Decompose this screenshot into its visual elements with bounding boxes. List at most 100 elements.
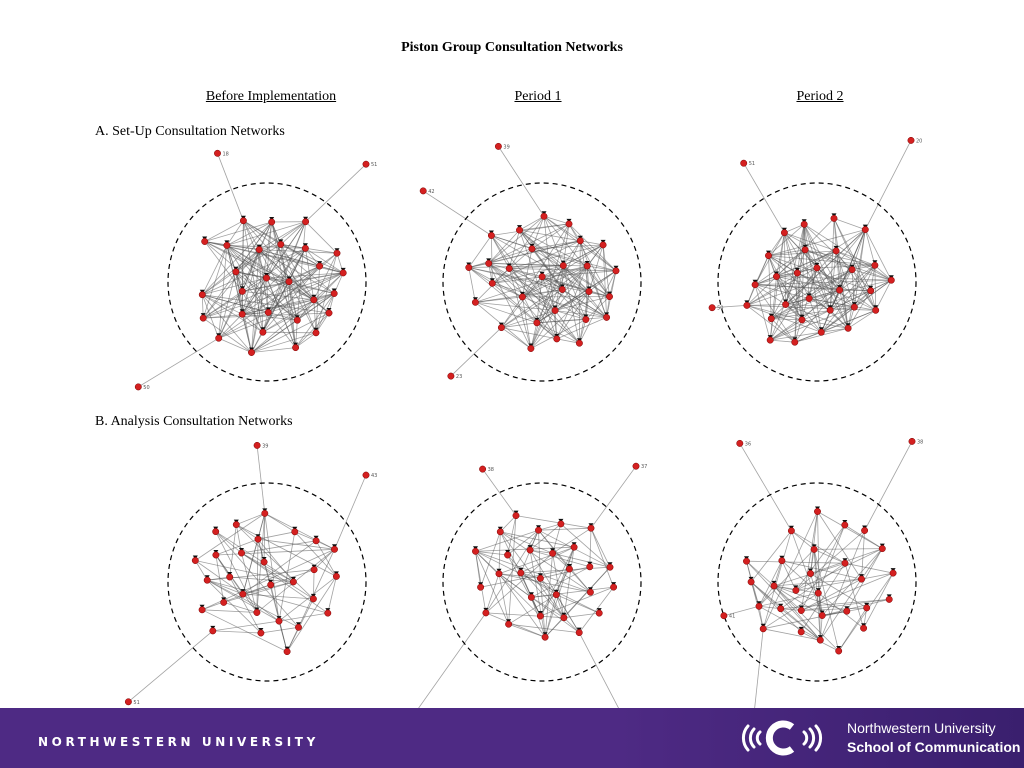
network-node: [339, 269, 347, 277]
network-edge: [201, 294, 252, 353]
network-node: [861, 527, 869, 534]
network-edge: [271, 221, 298, 321]
network-node: [215, 334, 223, 342]
network-edge: [530, 240, 581, 349]
network-edge: [519, 215, 545, 231]
network-edge: [288, 281, 317, 333]
network-edge: [267, 312, 296, 348]
network-node: [841, 521, 849, 529]
network-edge: [500, 531, 575, 548]
network-node: [264, 308, 272, 316]
network-edge: [288, 272, 344, 282]
network-node: [362, 471, 370, 479]
network-edge: [555, 594, 580, 633]
network-edge: [770, 331, 822, 341]
network-node: [232, 521, 240, 529]
network-edge: [226, 245, 306, 249]
network-edge: [295, 293, 335, 348]
footer-banner: NORTHWESTERN UNIVERSITY Northwestern Uni…: [0, 708, 1024, 768]
network-node: [283, 648, 291, 656]
network-edge: [202, 609, 257, 613]
network-edge: [522, 296, 532, 349]
network-edge: [215, 531, 299, 628]
node-label: 51: [133, 700, 139, 706]
network-edge: [543, 216, 558, 339]
outlier-edge: [305, 163, 367, 222]
network-edge: [763, 610, 847, 630]
network-edge: [280, 244, 338, 254]
network-edge: [202, 277, 267, 296]
network-edge: [195, 560, 244, 595]
network-edge: [590, 528, 611, 568]
network-edge: [791, 530, 823, 616]
network-edge: [294, 531, 317, 542]
network-node: [889, 569, 897, 577]
network-node: [465, 264, 473, 271]
network-node: [259, 328, 267, 336]
network-edge: [520, 572, 557, 596]
network-node: [124, 698, 132, 706]
network-edge: [821, 327, 849, 333]
group-boundary: [717, 482, 917, 682]
network-edge: [770, 339, 795, 343]
network-edge: [780, 608, 821, 641]
network-edge: [579, 240, 607, 318]
network-node: [814, 508, 821, 515]
network-edge: [543, 215, 570, 225]
network-edge: [241, 552, 294, 583]
network-node: [826, 306, 834, 314]
network-node: [797, 607, 805, 614]
network-node: [209, 627, 217, 635]
network-edge: [241, 540, 317, 554]
network-edge: [795, 524, 846, 591]
network-node: [552, 591, 560, 599]
network-edge: [522, 265, 588, 298]
network-edge: [864, 229, 876, 266]
network-edge: [488, 215, 545, 264]
network-node: [472, 547, 479, 555]
network-node: [816, 636, 824, 644]
node-label: 51: [371, 162, 377, 168]
network-edge: [204, 241, 314, 301]
network-edge: [508, 515, 517, 625]
network-edge: [305, 221, 338, 254]
network-node: [536, 574, 544, 582]
outlier-edge: [128, 630, 214, 703]
outlier-edge: [712, 305, 747, 309]
network-edge: [226, 221, 272, 246]
network-edge: [817, 511, 862, 580]
network-edge: [491, 235, 556, 311]
network-edge: [773, 578, 862, 587]
network-edge: [204, 220, 244, 242]
network-edge: [468, 235, 492, 268]
network-edge: [315, 312, 330, 334]
column-heading-period-1: Period 1: [514, 89, 562, 104]
network-edge: [288, 281, 330, 314]
network-node: [863, 604, 871, 612]
network-node: [527, 593, 535, 601]
school-of-communication-logo-icon: [741, 720, 823, 756]
network-node: [585, 288, 593, 295]
network-node: [843, 607, 851, 615]
network-node: [867, 287, 875, 295]
network-node: [292, 344, 300, 352]
network-edge: [202, 294, 330, 314]
network-edge: [746, 305, 796, 343]
network-node: [858, 575, 865, 583]
network-edge: [241, 313, 264, 333]
network-edge: [563, 265, 590, 292]
network-edge: [755, 284, 871, 292]
network-edge: [295, 332, 317, 348]
outlier-edge: [590, 465, 637, 529]
network-edge: [835, 250, 876, 266]
network-edge: [206, 579, 262, 634]
outlier-edge: [864, 140, 912, 230]
network-edge: [500, 531, 591, 593]
network-node: [295, 623, 302, 631]
network-edge: [538, 523, 562, 531]
network-node: [586, 588, 594, 596]
network-node: [832, 247, 840, 255]
network-edge: [204, 241, 243, 292]
network-edge: [800, 511, 818, 611]
network-edge: [781, 560, 819, 594]
